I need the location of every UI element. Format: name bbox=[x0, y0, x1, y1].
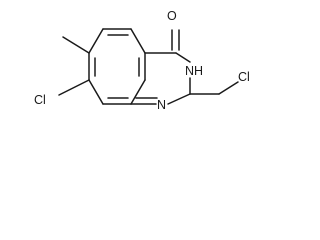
structure-drawing: O NH N Cl Cl bbox=[34, 9, 250, 112]
bond-c5-c6 bbox=[88, 28, 104, 54]
bond-c7-cl bbox=[58, 79, 90, 96]
bond-c2-n1 bbox=[167, 93, 191, 105]
chlorine-right-label: Cl bbox=[238, 70, 250, 84]
bond-c6-methyl bbox=[62, 36, 90, 54]
bond-ch2-cl bbox=[218, 81, 239, 95]
bond-c8a-c4a bbox=[130, 79, 146, 105]
chlorine-left-label: Cl bbox=[34, 93, 46, 107]
ring-nitrogen-label: N bbox=[157, 98, 166, 112]
bond-c4-n3 bbox=[175, 52, 191, 63]
oxygen-label: O bbox=[167, 9, 177, 23]
nh-label: NH bbox=[185, 64, 203, 78]
bond-c7-c8 bbox=[88, 79, 104, 105]
bond-fusion-top bbox=[130, 28, 146, 54]
